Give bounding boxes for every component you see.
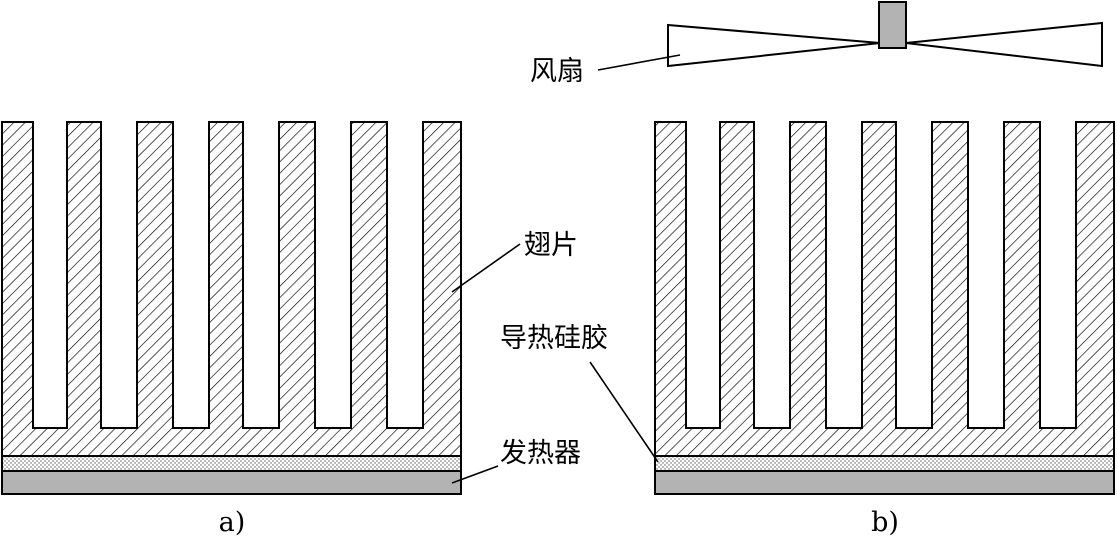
fan-blade-left (667, 23, 881, 68)
caption-b: b) (871, 507, 899, 537)
leader-line-fan (597, 54, 681, 71)
fin-body-a (1, 121, 462, 457)
heat-source-block-b (654, 470, 1115, 495)
leader-line-fins (451, 243, 521, 293)
label-fins: 翅片 (524, 230, 578, 261)
fin-body-b (654, 121, 1115, 457)
leader-line-thermal-grease (589, 361, 659, 463)
heatsink-b (654, 121, 1115, 495)
label-heat-source: 发热器 (500, 438, 581, 469)
fan-hub (878, 1, 907, 49)
leader-line-heat-source (451, 465, 499, 484)
fan (667, 1, 1103, 68)
label-fan: 风扇 (530, 56, 584, 87)
label-thermal-grease: 导热硅胶 (500, 323, 608, 354)
caption-a: a) (219, 507, 246, 537)
heatsink-a (1, 121, 462, 495)
fan-blade-right (905, 21, 1103, 68)
heat-source-block-a (1, 470, 462, 495)
thermal-grease-layer-b (654, 455, 1115, 472)
thermal-grease-layer-a (1, 455, 462, 472)
